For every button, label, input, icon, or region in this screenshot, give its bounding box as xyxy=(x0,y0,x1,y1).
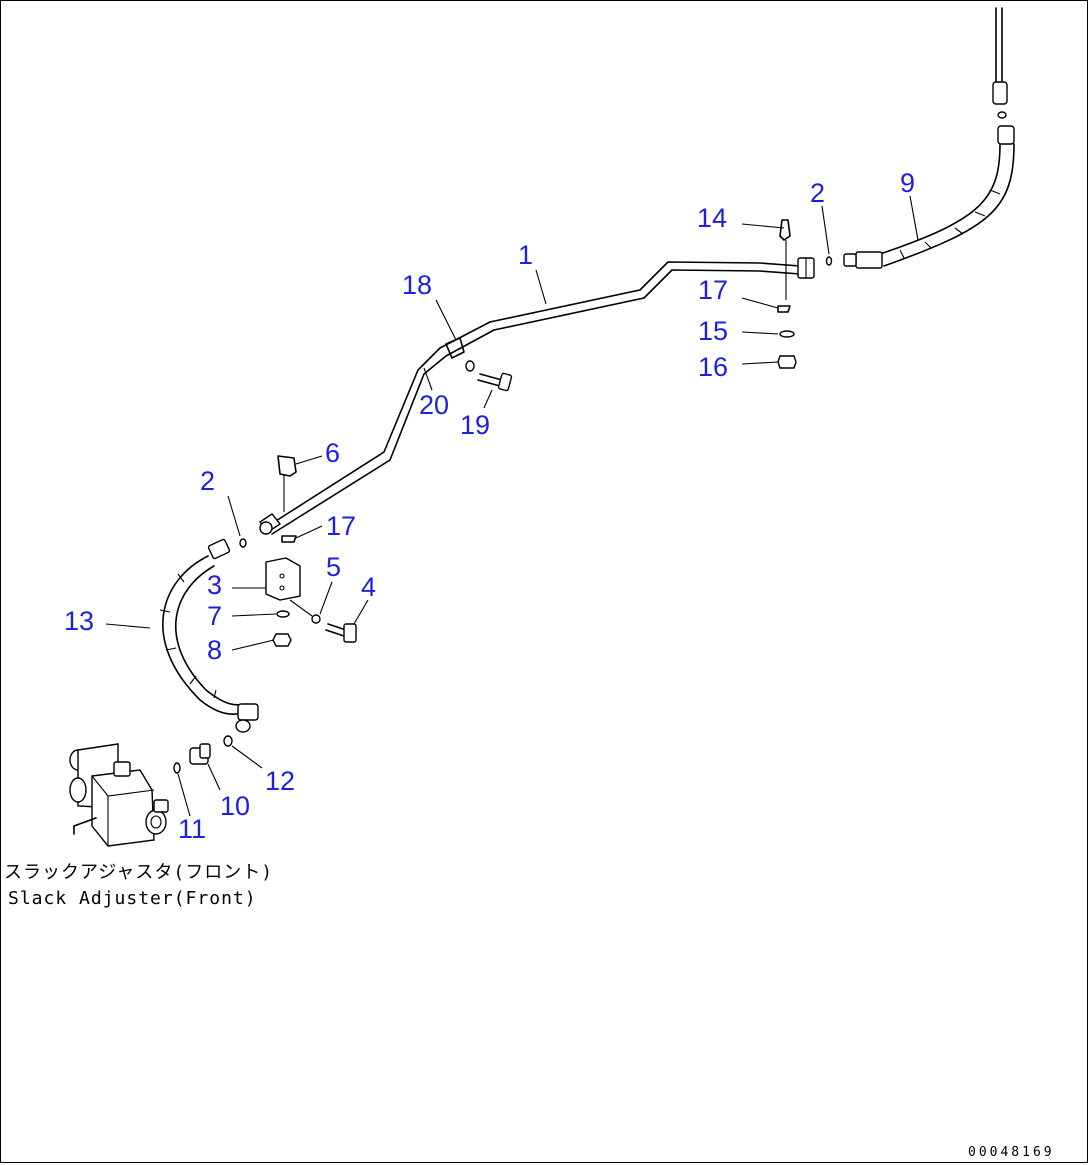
callout-20: 20 xyxy=(419,390,449,420)
washer-15 xyxy=(779,330,795,338)
callout-6: 6 xyxy=(325,438,340,468)
callout-2-lower: 2 xyxy=(200,466,215,496)
washer-7 xyxy=(276,610,290,618)
callout-5: 5 xyxy=(326,552,341,582)
caption-english: Slack Adjuster(Front) xyxy=(8,888,257,909)
clip-17-lower xyxy=(281,535,297,543)
callout-2-upper: 2 xyxy=(810,178,825,208)
o-ring-upper xyxy=(825,256,833,266)
bolt-19 xyxy=(477,372,513,392)
o-ring-11 xyxy=(173,762,181,774)
washer-20 xyxy=(465,360,475,372)
callout-3: 3 xyxy=(207,570,222,600)
o-ring-12 xyxy=(223,735,233,747)
callout-4: 4 xyxy=(361,572,376,602)
callout-10: 10 xyxy=(220,791,250,821)
leader-lines xyxy=(105,195,919,817)
tube-clamp-18 xyxy=(445,337,465,359)
callout-19: 19 xyxy=(460,410,490,440)
hose-upper xyxy=(843,7,1015,269)
callout-17-upper: 17 xyxy=(698,275,728,305)
nut-16 xyxy=(777,355,797,369)
brake-tube xyxy=(267,261,801,535)
tube-end-fitting-left xyxy=(258,513,282,535)
callout-8: 8 xyxy=(207,635,222,665)
callout-15: 15 xyxy=(698,316,728,346)
drawing-number: 00048169 xyxy=(968,1145,1055,1160)
o-ring-lower xyxy=(239,538,247,548)
washer-5 xyxy=(311,614,321,624)
hose-lower xyxy=(159,538,259,733)
callout-16: 16 xyxy=(698,352,728,382)
clip-17-upper xyxy=(777,305,791,313)
callout-7: 7 xyxy=(207,601,222,631)
callout-14: 14 xyxy=(697,203,727,233)
callout-12: 12 xyxy=(265,766,295,796)
callout-11: 11 xyxy=(178,814,206,844)
bolt-4 xyxy=(325,623,357,643)
callout-17-lower: 17 xyxy=(326,511,356,541)
nut-8 xyxy=(272,633,292,647)
caption-japanese: スラックアジャスタ(フロント) xyxy=(4,862,273,883)
tube-end-fitting-right xyxy=(797,257,815,279)
callouts: 1 2 2 3 4 5 6 7 8 9 10 11 12 13 14 15 16… xyxy=(64,168,915,844)
clip-6 xyxy=(277,455,297,512)
clip-14 xyxy=(779,219,791,300)
slack-adjuster xyxy=(69,743,169,847)
callout-13: 13 xyxy=(64,606,94,636)
callout-18: 18 xyxy=(402,270,432,300)
callout-9: 9 xyxy=(900,168,915,198)
bracket-3 xyxy=(265,557,301,601)
elbow-10 xyxy=(189,743,211,765)
callout-1: 1 xyxy=(518,240,533,270)
